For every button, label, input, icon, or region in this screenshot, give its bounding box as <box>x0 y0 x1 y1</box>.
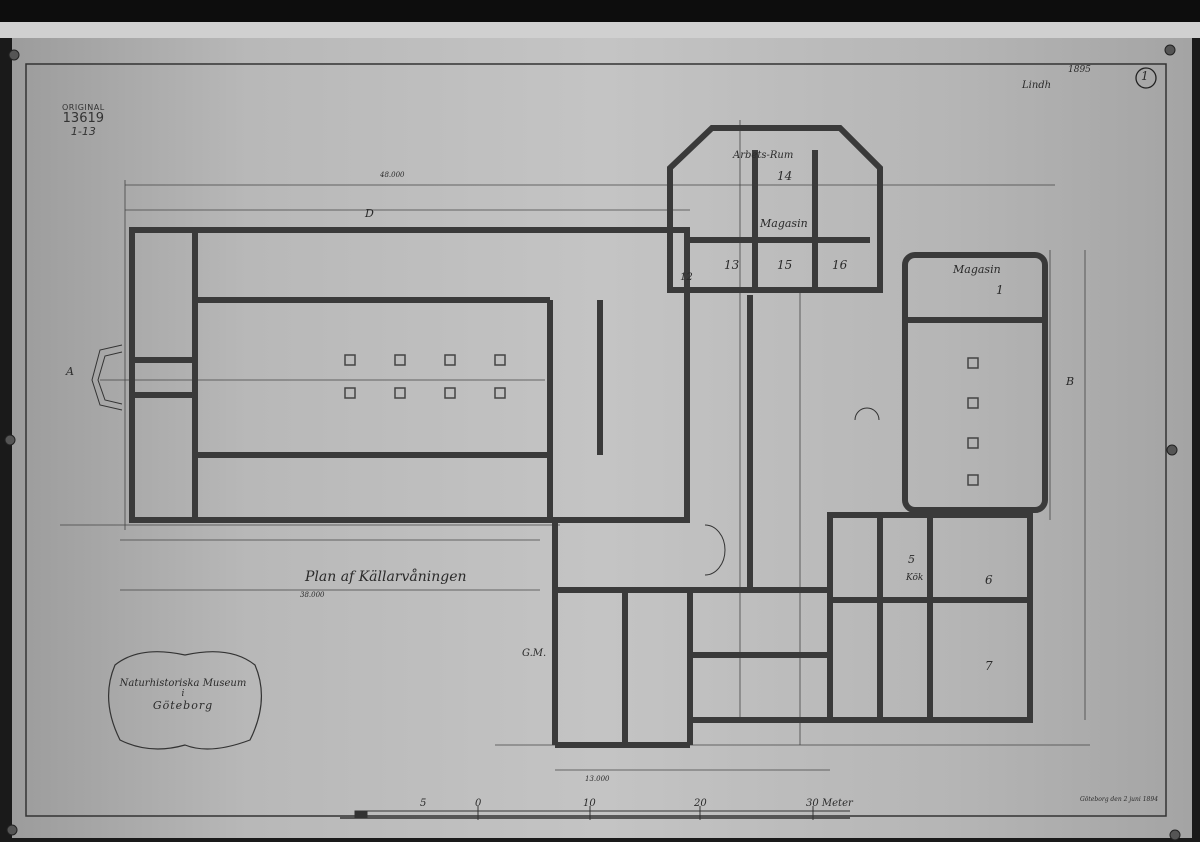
top-note: Lindh <box>1022 80 1052 91</box>
scale-tick-10: 10 <box>583 798 596 809</box>
section-mark-b: B <box>1066 375 1075 388</box>
cartouche: Naturhistoriska Museum i Göteborg <box>108 650 258 750</box>
pins <box>4 44 1181 841</box>
section-mark-a: A <box>66 365 74 378</box>
cartouche-frame <box>107 651 263 750</box>
archive-stamp: ORIGINAL 13619 1-13 <box>62 103 105 139</box>
dim-overall: 48.000 <box>380 171 405 179</box>
scale-unit: 30 Meter <box>806 798 853 809</box>
room-6-number: 6 <box>985 573 993 587</box>
room-1-number: 1 <box>996 283 1004 297</box>
dimension-lines <box>60 120 1090 771</box>
signature-line1: Göteborg den 2 juni 1894 <box>1080 796 1159 803</box>
cartouche-line3: Göteborg <box>152 699 214 712</box>
stamp-label: ORIGINAL <box>62 103 105 112</box>
drawing-title: Plan af Källarvåningen <box>305 569 467 585</box>
cartouche-line1: Naturhistoriska Museum <box>119 678 247 689</box>
room-12-number: 12 <box>680 272 693 283</box>
room-5-number: 5 <box>908 553 915 566</box>
room-16-number: 16 <box>832 258 848 272</box>
top-year: 1895 <box>1068 65 1091 75</box>
sheet-number-circle <box>1135 67 1157 89</box>
sheet-number: 1 <box>1141 69 1149 83</box>
entrance-steps <box>91 344 880 576</box>
room-15-number: 15 <box>777 258 793 272</box>
scan-gap <box>0 22 1200 38</box>
scale-tick-5: 5 <box>420 798 427 809</box>
room-5-name: Kök <box>906 573 924 583</box>
room-15-name: Magasin <box>760 217 808 230</box>
scale-bar <box>340 806 850 820</box>
room-14-number: 14 <box>777 169 793 183</box>
room-7-number: 7 <box>985 659 993 673</box>
room-13-number: 13 <box>724 258 740 272</box>
room-1-name: Magasin <box>953 263 1001 276</box>
room-14-name: Arbets-Rum <box>733 150 794 161</box>
dim-base: 38.000 <box>300 591 325 599</box>
sheet-frame <box>25 63 1167 817</box>
stamp-number: 13619 <box>62 111 105 127</box>
cartouche-line2: i <box>181 689 185 699</box>
piers <box>344 354 979 486</box>
stamp-sub: 1-13 <box>70 125 96 139</box>
scan-top-edge <box>0 0 1200 22</box>
dim-lower: 13.000 <box>585 775 610 783</box>
scale-tick-20: 20 <box>694 798 707 809</box>
section-mark-d: D <box>365 207 374 220</box>
walls <box>129 125 1048 748</box>
scale-tick-0: 0 <box>475 798 482 809</box>
level-mark-gm: G.M. <box>522 648 547 659</box>
